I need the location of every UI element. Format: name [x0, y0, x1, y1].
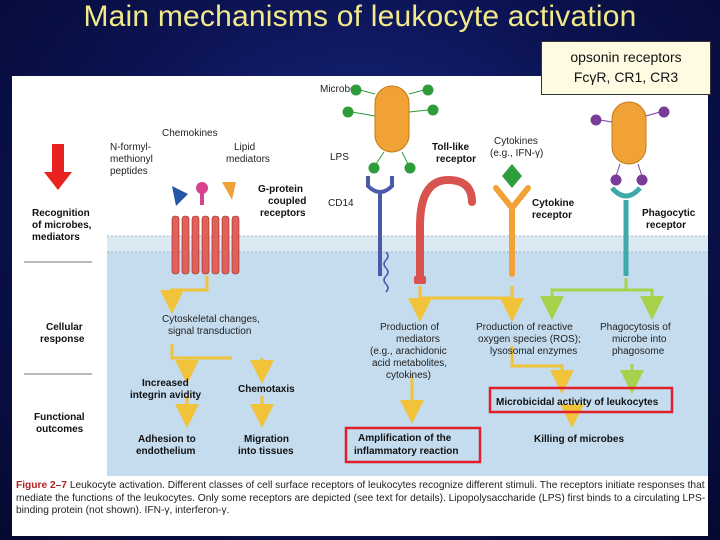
figure-diagram: Recognition of microbes, mediators Cellu… — [24, 84, 708, 476]
cytokine-ligand — [502, 164, 522, 188]
text-mediators-1: Production of — [380, 322, 439, 333]
callout-line-2: FcγR, CR1, CR3 — [573, 69, 679, 85]
slide-title: Main mechanisms of leukocyte activation — [83, 0, 637, 33]
label-functional-2: outcomes — [36, 424, 84, 435]
text-integrin-1: Increased — [142, 378, 189, 389]
text-mediators-3: (e.g., arachidonic — [370, 346, 447, 357]
microbe — [374, 85, 410, 153]
label-tlr-1: Toll-like — [432, 142, 469, 153]
label-lipid-2: mediators — [226, 154, 270, 165]
label-lps: LPS — [330, 152, 349, 163]
opsonin-receptors-callout: opsonin receptors FcγR, CR1, CR3 — [541, 41, 711, 95]
figure-caption: Figure 2–7 Leukocyte activation. Differe… — [16, 480, 706, 518]
label-cytokine-receptor-2: receptor — [532, 210, 572, 221]
text-adhesion-1: Adhesion to — [138, 434, 196, 445]
label-nformyl-3: peptides — [110, 166, 148, 177]
callout-line-1: opsonin receptors — [570, 49, 682, 65]
phagocytic-receptor — [610, 186, 642, 276]
lipid-mediator-ligand — [222, 182, 236, 200]
opsonins — [590, 106, 670, 186]
cell-membrane — [107, 235, 708, 253]
cd14-anchor — [383, 251, 389, 293]
label-recognition-2: of microbes, — [32, 220, 92, 231]
microbicidal-highlight-box — [488, 386, 674, 414]
text-ros-2: oxygen species (ROS); — [478, 334, 581, 345]
text-mediators-4: acid metabolites, — [372, 358, 447, 369]
label-recognition-3: mediators — [32, 232, 80, 243]
label-cd14: CD14 — [328, 198, 354, 209]
text-microbicidal: Microbicidal activity of leukocytes — [496, 397, 659, 408]
text-phago-1: Phagocytosis of — [600, 322, 671, 333]
label-gpcr-3: receptors — [260, 208, 306, 219]
text-amplification-1: Amplification of the — [358, 433, 452, 444]
signal-arrows — [160, 276, 584, 428]
text-integrin-2: integrin avidity — [130, 390, 202, 401]
label-recognition-1: Recognition — [32, 208, 90, 219]
label-phagocytic-2: receptor — [646, 220, 686, 231]
opsonized-microbe — [611, 101, 647, 165]
label-nformyl-1: N-formyl- — [110, 142, 151, 153]
gpcr-receptor — [171, 215, 240, 275]
text-ros-3: lysosomal enzymes — [490, 346, 577, 357]
label-cellular-1: Cellular — [46, 322, 83, 333]
label-microbe: Microbe — [320, 84, 356, 95]
text-chemotaxis: Chemotaxis — [238, 384, 295, 395]
label-cytokines-2: (e.g., IFN-γ) — [490, 148, 543, 159]
text-migration-2: into tissues — [238, 446, 294, 457]
label-chemokines: Chemokines — [162, 128, 218, 139]
label-cytokines-1: Cytokines — [494, 136, 538, 147]
toll-like-receptor — [414, 175, 476, 284]
label-gpcr-2: coupled — [268, 196, 306, 207]
label-functional-1: Functional — [34, 412, 85, 423]
label-gpcr-1: G-protein — [258, 184, 303, 195]
text-mediators-5: cytokines) — [386, 370, 431, 381]
text-amplification-2: inflammatory reaction — [354, 446, 458, 457]
text-killing: Killing of microbes — [534, 434, 624, 445]
label-cellular-2: response — [40, 334, 85, 345]
caption-text: Leukocyte activation. Different classes … — [16, 480, 706, 516]
label-nformyl-2: methionyl — [110, 154, 153, 165]
leukocyte-activation-figure: Recognition of microbes, mediators Cellu… — [12, 76, 708, 536]
amplification-highlight-box — [344, 426, 482, 464]
text-cytoskeletal-2: signal transduction — [168, 326, 251, 337]
text-phago-3: phagosome — [612, 346, 665, 357]
text-cytoskeletal-1: Cytoskeletal changes, — [162, 314, 260, 325]
phagocytic-arrows — [540, 278, 664, 394]
recognition-red-arrow — [44, 144, 72, 190]
text-ros-1: Production of reactive — [476, 322, 573, 333]
caption-figure-number: Figure 2–7 — [16, 480, 67, 491]
text-mediators-2: mediators — [396, 334, 440, 345]
label-cytokine-receptor-1: Cytokine — [532, 198, 575, 209]
text-migration-1: Migration — [244, 434, 289, 445]
cytokine-receptor — [493, 185, 531, 277]
text-adhesion-2: endothelium — [136, 446, 196, 457]
label-tlr-2: receptor — [436, 154, 476, 165]
text-phago-2: microbe into — [612, 334, 667, 345]
chemokine-ligand — [196, 182, 208, 205]
lps-molecules — [342, 84, 439, 174]
cd14-receptor — [366, 176, 394, 276]
nformyl-peptide-ligand — [172, 186, 188, 206]
label-lipid-1: Lipid — [234, 142, 255, 153]
label-phagocytic-1: Phagocytic — [642, 208, 696, 219]
side-labels: Recognition of microbes, mediators Cellu… — [24, 208, 92, 435]
